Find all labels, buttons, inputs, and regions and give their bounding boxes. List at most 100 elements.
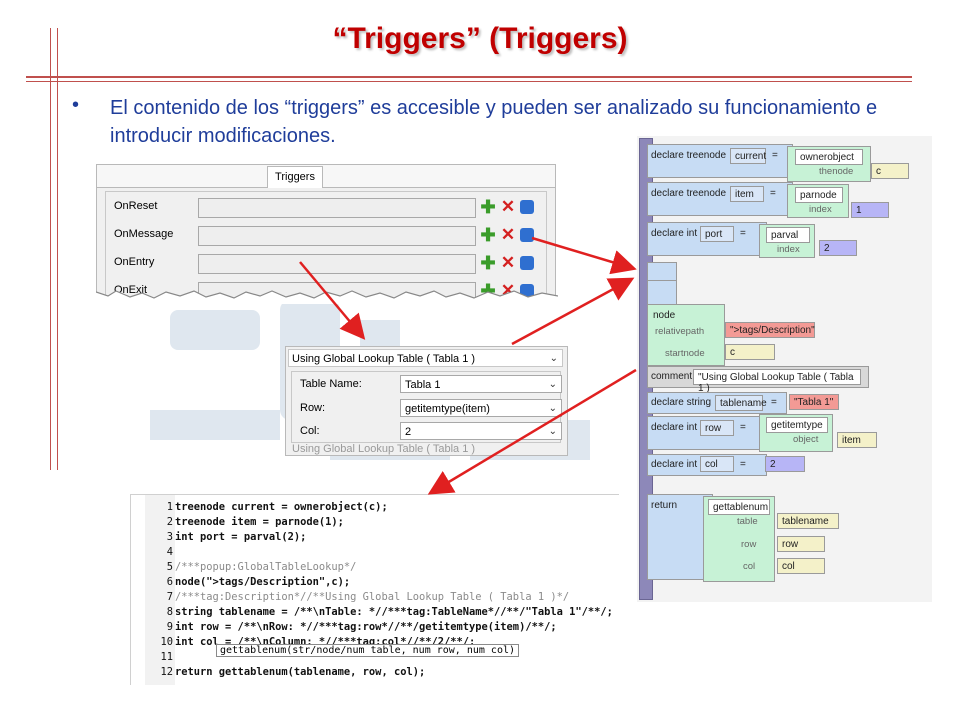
line-number: 11: [160, 651, 173, 663]
fn-parnode: parnode: [795, 187, 843, 203]
var-col[interactable]: col: [700, 456, 734, 472]
empty-block-slot[interactable]: [647, 280, 677, 306]
fn-ownerobject: ownerobject: [795, 149, 863, 165]
block-keyword: declare treenode: [651, 150, 727, 161]
var-current[interactable]: current: [730, 148, 766, 164]
lookup-fields: Table Name: Tabla 1⌄ Row: getitemtype(it…: [291, 371, 562, 443]
block-keyword: node: [653, 310, 676, 321]
add-icon[interactable]: ✚: [480, 253, 496, 273]
code-line: int row = /**\nRow: *//***tag:row*//**/g…: [175, 621, 557, 633]
value-relativepath[interactable]: ">tags/Description": [725, 322, 815, 338]
add-icon[interactable]: ✚: [480, 225, 496, 245]
line-number: 12: [160, 666, 173, 678]
trigger-label: OnMessage: [114, 228, 174, 240]
line-number: 2: [166, 516, 173, 528]
param-thenode: thenode: [819, 166, 854, 177]
table-name-value: Tabla 1: [405, 379, 441, 391]
value-2[interactable]: 2: [765, 456, 805, 472]
block-keyword: declare string: [651, 397, 712, 408]
code-line: string tablename = /**\nTable: *//***tag…: [175, 606, 613, 618]
block-keyword: declare treenode: [651, 188, 727, 199]
slide-title: “Triggers” (Triggers): [332, 22, 628, 55]
lookup-header-select[interactable]: Using Global Lookup Table ( Tabla 1 ) ⌄: [288, 349, 563, 367]
block-return[interactable]: [647, 494, 713, 580]
block-node[interactable]: [647, 304, 725, 366]
bullet-text: El contenido de los “triggers” es accesi…: [110, 97, 878, 147]
trigger-field[interactable]: [198, 198, 476, 218]
blocks-editor[interactable]: declare treenode current = ownerobject t…: [637, 136, 932, 602]
value-tabla1[interactable]: "Tabla 1": [789, 394, 839, 410]
block-keyword: comment: [651, 371, 693, 382]
autocomplete-tooltip: gettablenum(str/node/num table, num row,…: [216, 644, 520, 657]
trigger-row-onreset: OnReset ✚ ✕: [106, 196, 546, 220]
line-number: 6: [166, 576, 173, 588]
trigger-field[interactable]: [198, 254, 476, 274]
line-number: 4: [166, 546, 173, 558]
fn-gettablenum: gettablenum: [708, 499, 770, 515]
param-startnode: startnode: [665, 348, 705, 359]
value-startnode[interactable]: c: [725, 344, 775, 360]
arg-1[interactable]: 1: [851, 202, 889, 218]
arg-row[interactable]: row: [777, 536, 825, 552]
arg-2[interactable]: 2: [819, 240, 857, 256]
puzzle-icon[interactable]: [520, 200, 534, 214]
code-line: /***popup:GlobalTableLookup*/: [175, 561, 357, 573]
block-keyword: declare int: [651, 422, 698, 433]
var-row[interactable]: row: [700, 420, 734, 436]
equals-sign: =: [770, 188, 776, 199]
row-select[interactable]: getitemtype(item)⌄: [400, 399, 562, 417]
arg-c[interactable]: c: [871, 163, 909, 179]
torn-edge: [96, 290, 558, 304]
fn-parval: parval: [766, 227, 810, 243]
chevron-down-icon: ⌄: [549, 353, 558, 364]
trigger-label: OnReset: [114, 200, 158, 212]
arrow-triggers-to-dialog: [299, 261, 366, 340]
delete-icon[interactable]: ✕: [500, 253, 516, 272]
block-declare-treenode-current[interactable]: [647, 144, 793, 178]
arg-item[interactable]: item: [837, 432, 877, 448]
var-port[interactable]: port: [700, 226, 734, 242]
equals-sign: =: [740, 228, 746, 239]
slide-horizontal-rule: [26, 76, 912, 78]
arrow-dialog-to-blocks: [511, 277, 635, 346]
code-line: node(">tags/Description",c);: [175, 576, 351, 588]
puzzle-icon[interactable]: [520, 228, 534, 242]
lookup-ghost-text: Using Global Lookup Table ( Tabla 1 ): [292, 443, 476, 455]
code-line: int port = parval(2);: [175, 531, 307, 543]
param-index: index: [809, 204, 832, 215]
trigger-label: OnEntry: [114, 256, 155, 268]
param-row: row: [741, 539, 757, 550]
arrow-blocks-to-code: [427, 368, 637, 495]
arg-tablename[interactable]: tablename: [777, 513, 839, 529]
puzzle-icon[interactable]: [520, 256, 534, 270]
code-line: return gettablenum(tablename, row, col);: [175, 666, 426, 678]
var-item[interactable]: item: [730, 186, 764, 202]
trigger-field[interactable]: [198, 226, 476, 246]
block-keyword: declare int: [651, 459, 698, 470]
param-index: index: [777, 244, 800, 255]
col-select[interactable]: 2⌄: [400, 422, 562, 440]
tab-triggers[interactable]: Triggers: [267, 166, 323, 188]
line-number: 8: [166, 606, 173, 618]
delete-icon[interactable]: ✕: [500, 197, 516, 216]
delete-icon[interactable]: ✕: [500, 225, 516, 244]
code-line: /***tag:Description*//**Using Global Loo…: [175, 591, 570, 603]
arg-col[interactable]: col: [777, 558, 825, 574]
param-table: table: [737, 516, 758, 527]
block-declare-treenode-item[interactable]: [647, 182, 793, 216]
line-number: 3: [166, 531, 173, 543]
line-number: 1: [166, 501, 173, 513]
trigger-label: OnExit: [114, 284, 148, 296]
line-number: 9: [166, 621, 173, 633]
add-icon[interactable]: ✚: [480, 197, 496, 217]
comment-value[interactable]: "Using Global Lookup Table ( Tabla 1 ): [693, 369, 861, 394]
slide-vertical-rule: [57, 28, 58, 470]
var-tablename[interactable]: tablename: [715, 395, 767, 411]
slide-vertical-rule: [50, 28, 51, 470]
row-value: getitemtype(item): [405, 403, 490, 415]
param-col: col: [743, 561, 756, 572]
table-name-select[interactable]: Tabla 1⌄: [400, 375, 562, 393]
bullet-marker: •: [72, 94, 80, 116]
